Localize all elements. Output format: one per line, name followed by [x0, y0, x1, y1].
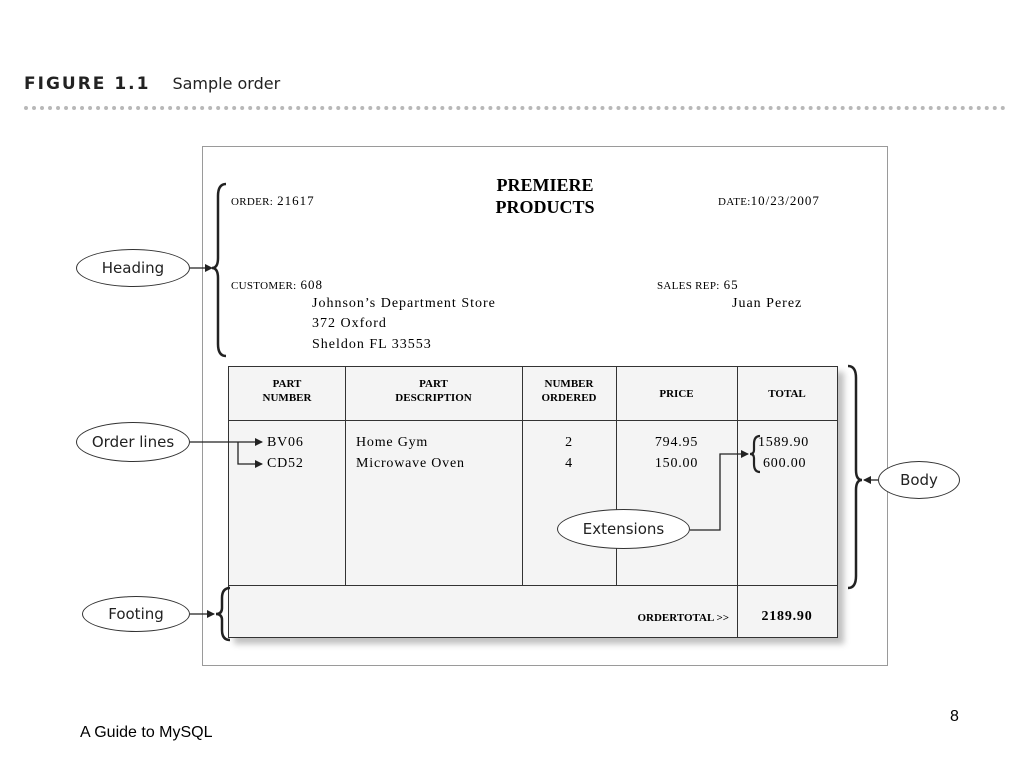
date-label: DATE: — [718, 196, 751, 208]
footer-title: A Guide to MySQL — [80, 724, 213, 741]
column-divider — [616, 367, 617, 585]
row2-description: Microwave Oven — [356, 456, 465, 471]
row2-total: 600.00 — [763, 456, 807, 471]
company-name-line2: PRODUCTS — [495, 197, 595, 217]
order-number: 21617 — [277, 193, 315, 208]
header-text: NUMBER — [262, 392, 312, 404]
page-number: 8 — [950, 708, 959, 725]
column-divider — [345, 367, 346, 585]
sales-rep-number: 65 — [723, 277, 739, 292]
header-total: TOTAL — [768, 388, 806, 400]
customer-city: Sheldon FL 33553 — [312, 337, 432, 352]
header-text: ORDERED — [541, 392, 597, 404]
order-table: PART NUMBER PART DESCRIPTION NUMBER ORDE… — [228, 366, 838, 638]
customer-street: 372 Oxford — [312, 316, 387, 331]
column-divider — [737, 367, 738, 637]
figure-caption: Sample order — [172, 74, 281, 93]
row1-part: BV06 — [267, 435, 304, 450]
customer-label: CUSTOMER: — [231, 280, 297, 292]
date-value: 10/23/2007 — [750, 193, 820, 208]
header-text: PART — [419, 378, 448, 390]
row2-price: 150.00 — [654, 456, 699, 471]
header-part-number: PART NUMBER — [229, 377, 345, 405]
row2-ordered: 4 — [565, 456, 573, 471]
sales-rep-field: SALES REP: 65 — [657, 276, 739, 294]
row1-price: 794.95 — [654, 435, 699, 450]
footing-divider — [229, 585, 837, 586]
order-total-label: ORDERTOTAL >> — [637, 612, 729, 624]
header-number-ordered: NUMBER ORDERED — [522, 377, 616, 405]
dotted-divider — [24, 106, 1006, 110]
figure-header: FIGURE 1.1 Sample order — [24, 74, 280, 94]
row1-description: Home Gym — [356, 435, 429, 450]
header-price: PRICE — [659, 388, 694, 400]
company-name-line1: PREMIERE — [496, 175, 594, 195]
body-callout: Body — [878, 461, 960, 499]
customer-number: 608 — [300, 277, 323, 292]
row2-part: CD52 — [267, 456, 304, 471]
order-field: ORDER: 21617 — [231, 192, 315, 210]
date-field: DATE:10/23/2007 — [718, 192, 820, 210]
order-lines-callout: Order lines — [76, 422, 190, 462]
customer-field: CUSTOMER: 608 — [231, 276, 323, 294]
extensions-callout: Extensions — [557, 509, 690, 549]
header-text: DESCRIPTION — [395, 392, 472, 404]
sales-rep-label: SALES REP: — [657, 280, 720, 292]
customer-name: Johnson’s Department Store — [312, 296, 496, 311]
header-text: NUMBER — [544, 378, 594, 390]
footing-callout: Footing — [82, 596, 190, 632]
column-divider — [522, 367, 523, 585]
header-divider — [229, 420, 837, 421]
header-text: PART — [272, 378, 302, 390]
figure-label: FIGURE 1.1 — [24, 74, 151, 94]
order-total-value: 2189.90 — [761, 609, 813, 624]
header-part-description: PART DESCRIPTION — [345, 377, 522, 405]
heading-callout: Heading — [76, 249, 190, 287]
row1-total: 1589.90 — [758, 435, 810, 450]
company-name: PREMIERE PRODUCTS — [470, 174, 620, 218]
sales-rep-name: Juan Perez — [732, 296, 803, 311]
order-label: ORDER: — [231, 196, 274, 208]
row1-ordered: 2 — [565, 435, 573, 450]
